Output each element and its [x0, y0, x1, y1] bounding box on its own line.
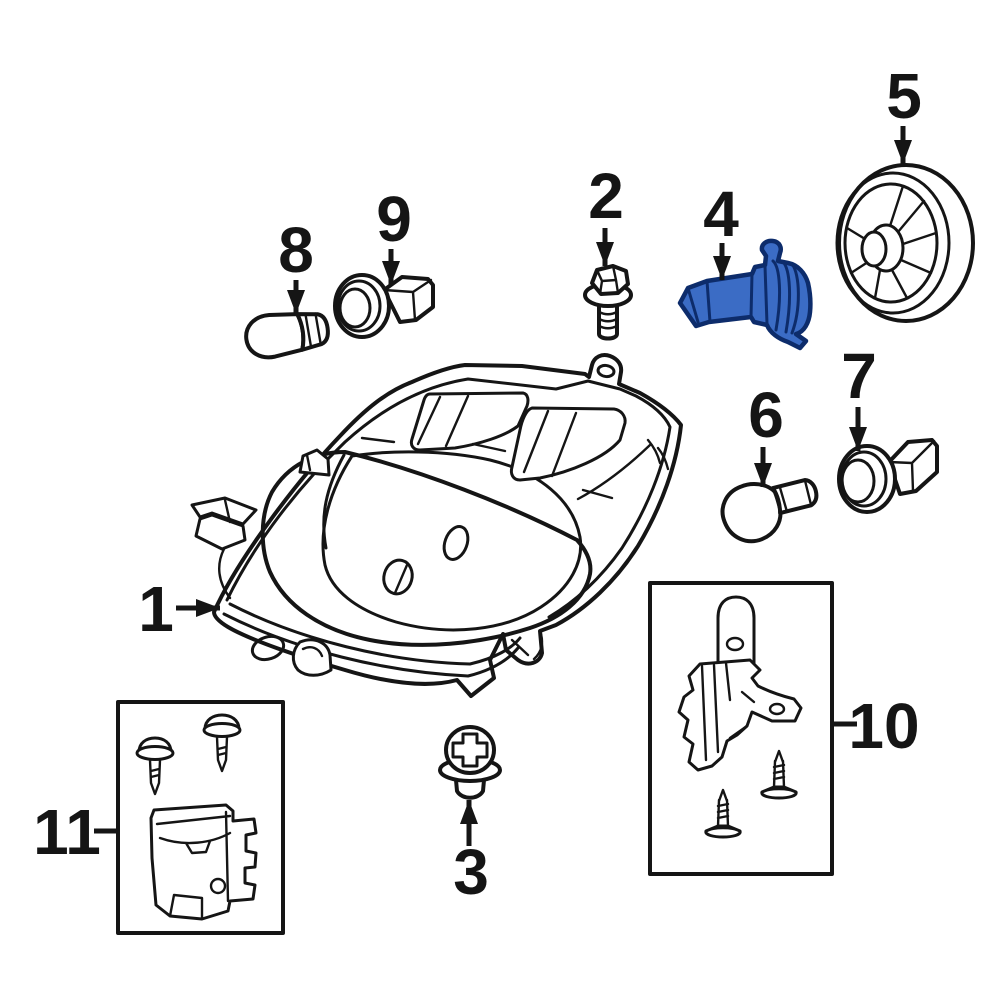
callout-4: 4 [703, 178, 739, 280]
kit10-holder-hole [725, 636, 745, 652]
signal-bulb-base [770, 478, 819, 516]
top-left-tab-fold [305, 453, 312, 472]
callout-6: 6 [748, 379, 784, 487]
side-marker-socket-drawing [333, 273, 435, 339]
cover-front-face [835, 171, 951, 315]
socket9-box-facets [382, 278, 433, 322]
left-bracket-lower [194, 513, 247, 551]
bracket-kit-box [648, 581, 834, 876]
halogen-bulb-detail-lines [686, 259, 800, 335]
callout-3: 3 [453, 800, 489, 908]
socket7-box-facets [887, 439, 936, 493]
vent-louver-1 [409, 391, 530, 452]
kit11-module-detail [155, 810, 232, 920]
bottom-left-grommet [250, 634, 286, 662]
kit10-screw-left [704, 788, 742, 839]
kit10-bracket [677, 658, 803, 772]
callout-3-label: 3 [453, 836, 489, 908]
callout-10-label: 10 [848, 690, 919, 762]
bolt-threads [597, 310, 619, 330]
bulb-hole-upper [442, 525, 470, 561]
bulb-cover-drawing [835, 163, 975, 323]
retainer-kit-box [116, 700, 285, 935]
left-bracket-strut [218, 498, 232, 600]
kit10-screw-right [760, 749, 798, 800]
callout-4-label: 4 [703, 178, 739, 250]
callout-11: 11 [33, 796, 118, 868]
kit10-screw-right-head-arc [760, 787, 798, 794]
kit10-bracket-folds [700, 661, 756, 762]
vent-louver-2-ridges [522, 409, 578, 478]
callout-1-label: 1 [138, 573, 174, 645]
mount-tab-hole [596, 363, 616, 379]
callout-8-label: 8 [278, 214, 314, 286]
kit11-screw-left [135, 736, 175, 796]
kit10-socket-holder [716, 595, 756, 672]
kit11-screw-left-flange [135, 745, 175, 761]
marker-bulb-base [295, 312, 330, 352]
bottom-band-upper [228, 602, 522, 666]
bottom-left-bracket [291, 638, 333, 677]
kit10-bracket-hole [768, 702, 786, 716]
reflector-bowl [321, 450, 583, 632]
callout-9-label: 9 [376, 183, 412, 255]
callout-10: 10 [832, 690, 920, 762]
kit11-screw-right-flange [202, 722, 242, 738]
socket9-face [338, 287, 372, 329]
callout-9: 9 [376, 183, 412, 285]
marker-bulb-base-seam [304, 312, 323, 349]
callout-2-label: 2 [588, 160, 624, 232]
headlamp-inner-rim [225, 377, 672, 619]
marker-bulb-glass [244, 312, 306, 360]
kit10-screw-left-head-arc [704, 826, 742, 833]
screw-tip [454, 778, 486, 800]
callout-7: 7 [841, 340, 877, 451]
signal-bulb-drawing [720, 478, 819, 544]
halogen-bulb-highlighted-drawing [677, 238, 813, 351]
kit11-screw-left-shaft [148, 758, 162, 796]
bulb-hole-lower [382, 558, 414, 596]
callout-1: 1 [138, 573, 220, 645]
headlamp-assembly-drawing [190, 353, 683, 698]
callouts: 1 2 3 4 5 6 7 8 [33, 60, 922, 908]
callout-5: 5 [886, 60, 922, 164]
bottom-left-bracket-arc [301, 646, 324, 658]
bulb-socket-drawing [837, 438, 939, 514]
cover-inner-rim [843, 182, 939, 304]
kit11-screw-right [202, 713, 242, 773]
bolt-drawing [583, 264, 633, 341]
callout-6-label: 6 [748, 379, 784, 451]
kit10-screw-right-shaft [772, 749, 786, 789]
housing-accent-ticks [576, 438, 670, 501]
callout-8: 8 [278, 214, 314, 314]
vent-louver-2 [509, 406, 627, 482]
cover-hub-front [860, 230, 888, 268]
signal-bulb-base-seam [778, 479, 813, 513]
cover-spokes [845, 184, 938, 300]
phillips-cross-icon [451, 732, 489, 768]
bottom-right-tab-folds [510, 629, 544, 661]
callout-11-label: 11 [33, 796, 101, 868]
socket9-flange-mid [336, 279, 382, 333]
bulb-hole-chord [393, 563, 409, 595]
callout-5-label: 5 [886, 60, 922, 132]
screw-drawing [438, 725, 502, 800]
lens-opening [260, 450, 593, 647]
kit11-module-hole [209, 877, 227, 895]
bolt-hex-facets [595, 264, 620, 296]
callout-7-label: 7 [841, 340, 877, 412]
mask-accent-lines [360, 436, 614, 500]
vent-louver-1-ridges [416, 394, 470, 448]
side-marker-bulb-drawing [244, 312, 330, 360]
kit10-screw-left-shaft [716, 788, 730, 828]
socket7-face [840, 458, 876, 504]
callout-2: 2 [588, 160, 624, 266]
kit11-screw-right-shaft [215, 735, 229, 773]
left-bracket-upper [190, 496, 258, 526]
